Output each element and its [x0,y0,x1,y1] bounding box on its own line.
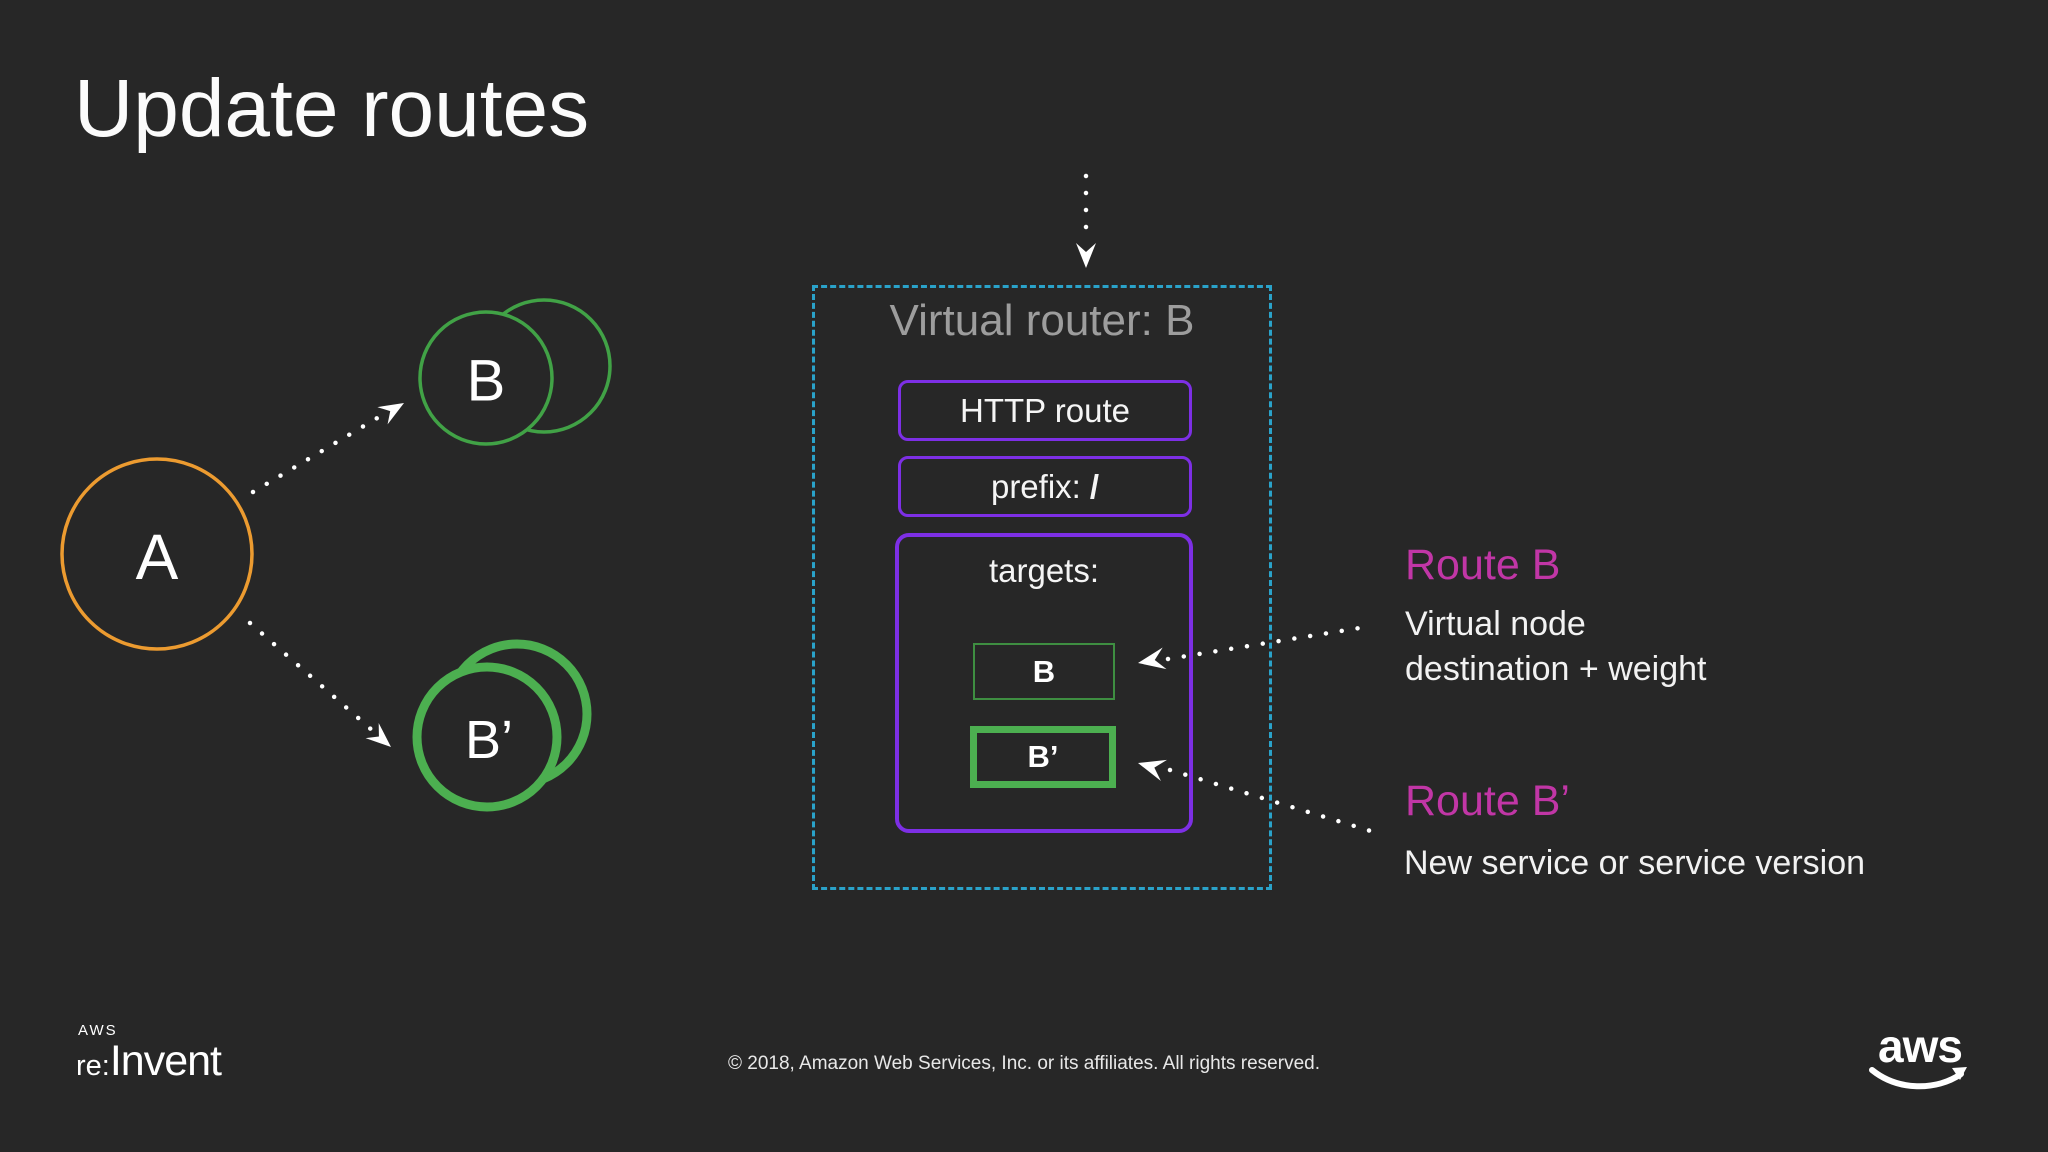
reinvent-logo-aws-text: AWS [78,1022,118,1039]
arrowhead-route-b-prime-icon [1138,759,1167,782]
aws-logo: aws [1864,1020,1976,1094]
prefix-value: / [1089,467,1100,505]
aws-logo-text: aws [1878,1020,1963,1072]
copyright-text: © 2018, Amazon Web Services, Inc. or its… [727,1053,1320,1074]
aws-smile-icon [1869,1067,1967,1090]
dotted-line-route-b-prime-annotation [1167,767,1377,835]
arrowhead-a-to-b-icon [377,403,404,425]
reinvent-logo-re-text: re: [76,1050,110,1082]
reinvent-logo-invent-text: Invent [109,1037,222,1085]
page-title: Update routes [74,63,590,154]
route-b-description-line1: Virtual node [1405,605,1586,643]
reinvent-logo: AWS re: Invent [76,1022,222,1086]
service-a-label: A [135,521,179,593]
route-b-description: Virtual node destination + weight [1405,602,1706,692]
target-b-prime-box: B’ [970,726,1116,788]
virtual-router-box [812,285,1272,890]
dotted-line-a-to-b-prime [247,620,376,734]
target-b-box: B [973,643,1115,700]
route-b-heading: Route B [1405,541,1561,589]
service-b-prime-circle-front [412,662,562,812]
http-route-box: HTTP route [898,380,1192,441]
service-b-circle-front [418,310,554,446]
service-b-label: B [466,348,506,414]
virtual-router-title: Virtual router: B [889,296,1195,345]
targets-label: targets: [988,552,1100,589]
service-b-prime-label: B’ [464,710,514,770]
arrowhead-route-b-icon [1138,647,1167,670]
route-b-prime-heading: Route B’ [1405,777,1570,825]
route-b-description-line2: destination + weight [1405,650,1707,688]
arrowhead-incoming-traffic-icon [1076,243,1096,268]
dotted-line-a-to-b [250,411,387,495]
http-route-label: HTTP route [960,391,1130,429]
arrowhead-a-to-b-prime-icon [365,723,391,747]
route-b-prime-description: New service or service version [1404,844,1866,882]
prefix-box: prefix: / [898,456,1192,517]
targets-box [895,533,1193,833]
service-a-circle [60,457,254,651]
prefix-label: prefix: [990,467,1081,505]
